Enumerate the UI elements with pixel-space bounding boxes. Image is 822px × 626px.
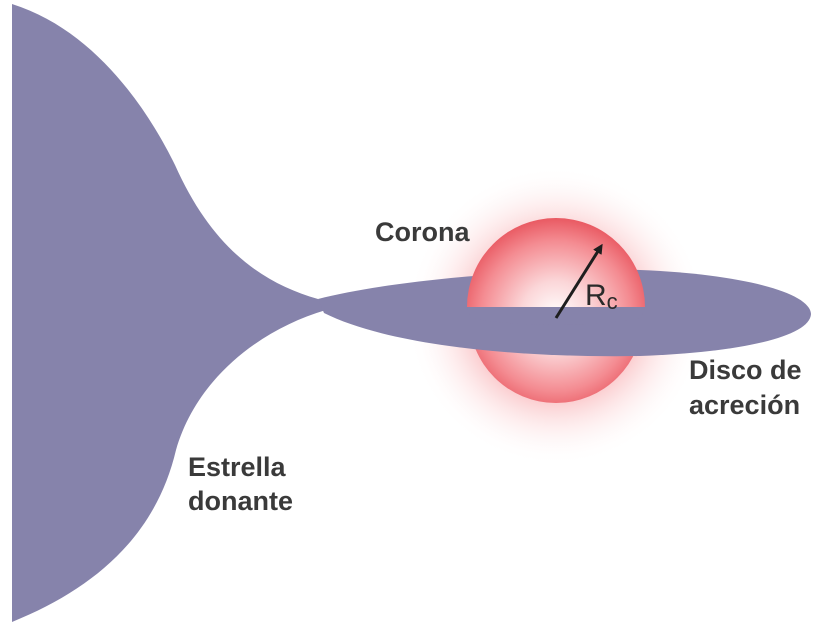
star-label-line1: Estrella — [188, 452, 287, 482]
disk-label-line2: acreción — [689, 390, 800, 420]
radius-main: R — [585, 279, 607, 312]
disk-label-line1: Disco de — [689, 355, 802, 385]
star-label-line2: donante — [188, 486, 293, 516]
corona-label: Corona — [375, 217, 470, 247]
radius-subscript: c — [607, 289, 618, 314]
donor-star — [12, 4, 326, 622]
